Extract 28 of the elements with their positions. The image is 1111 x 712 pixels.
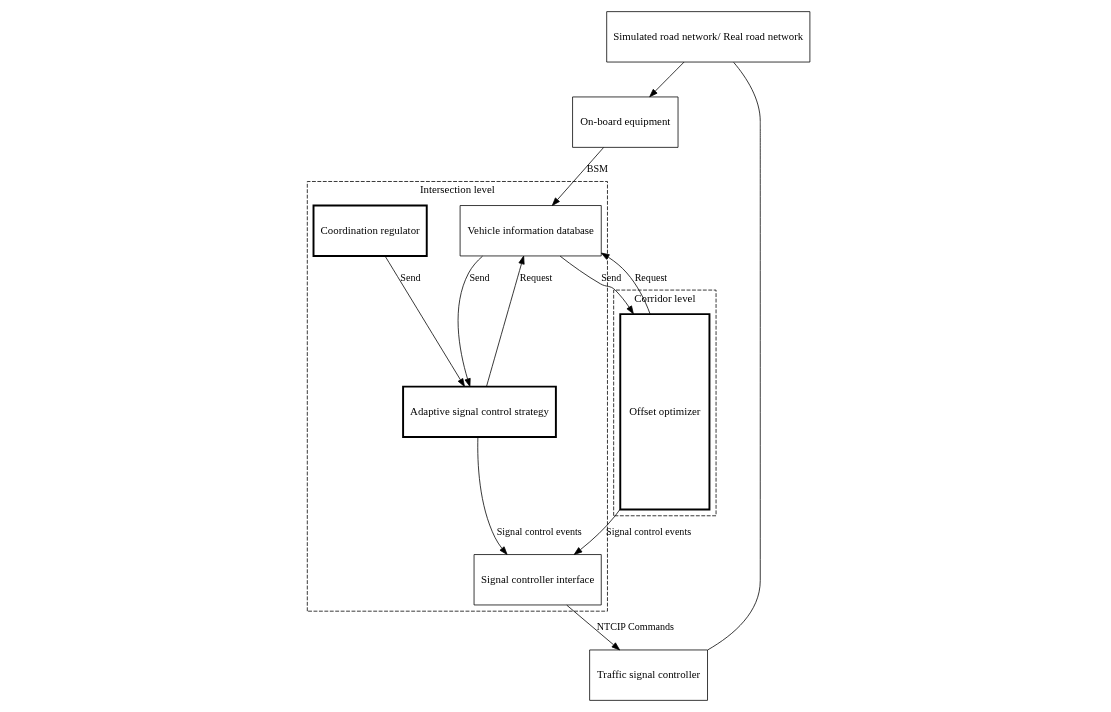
node-box: Adaptive signal control strategy xyxy=(402,385,557,439)
edge-label: NTCIP Commands xyxy=(596,621,674,633)
edge-label: Request xyxy=(519,272,553,284)
node-box: Coordination regulator xyxy=(312,204,428,257)
node-box: Signal controller interface xyxy=(473,554,602,606)
arrow xyxy=(601,252,651,315)
arrow xyxy=(559,255,634,315)
node-box: Vehicle information database xyxy=(459,205,602,257)
arrow xyxy=(649,61,685,98)
arrow xyxy=(573,508,621,555)
edge-label: Send xyxy=(469,272,490,284)
node-box: Simulated road network/ Real road network xyxy=(606,11,811,63)
connector xyxy=(707,61,761,651)
arrow xyxy=(457,255,483,387)
edge-label: BSM xyxy=(586,163,609,175)
node-box: On-board equipment xyxy=(572,96,679,148)
edge-label: Send xyxy=(400,272,421,284)
arrow xyxy=(551,147,604,206)
arrow xyxy=(566,604,620,651)
node-box: Offset optimizer xyxy=(619,313,711,511)
arrow xyxy=(477,436,508,555)
arrow xyxy=(384,255,465,387)
edge-label: Request xyxy=(634,272,668,284)
edge-label: Signal control events xyxy=(496,525,582,537)
node-box: Traffic signal controller xyxy=(589,649,708,701)
edge-label: Signal control events xyxy=(606,525,692,537)
arrow xyxy=(486,255,525,387)
edge-label: Send xyxy=(601,272,622,284)
